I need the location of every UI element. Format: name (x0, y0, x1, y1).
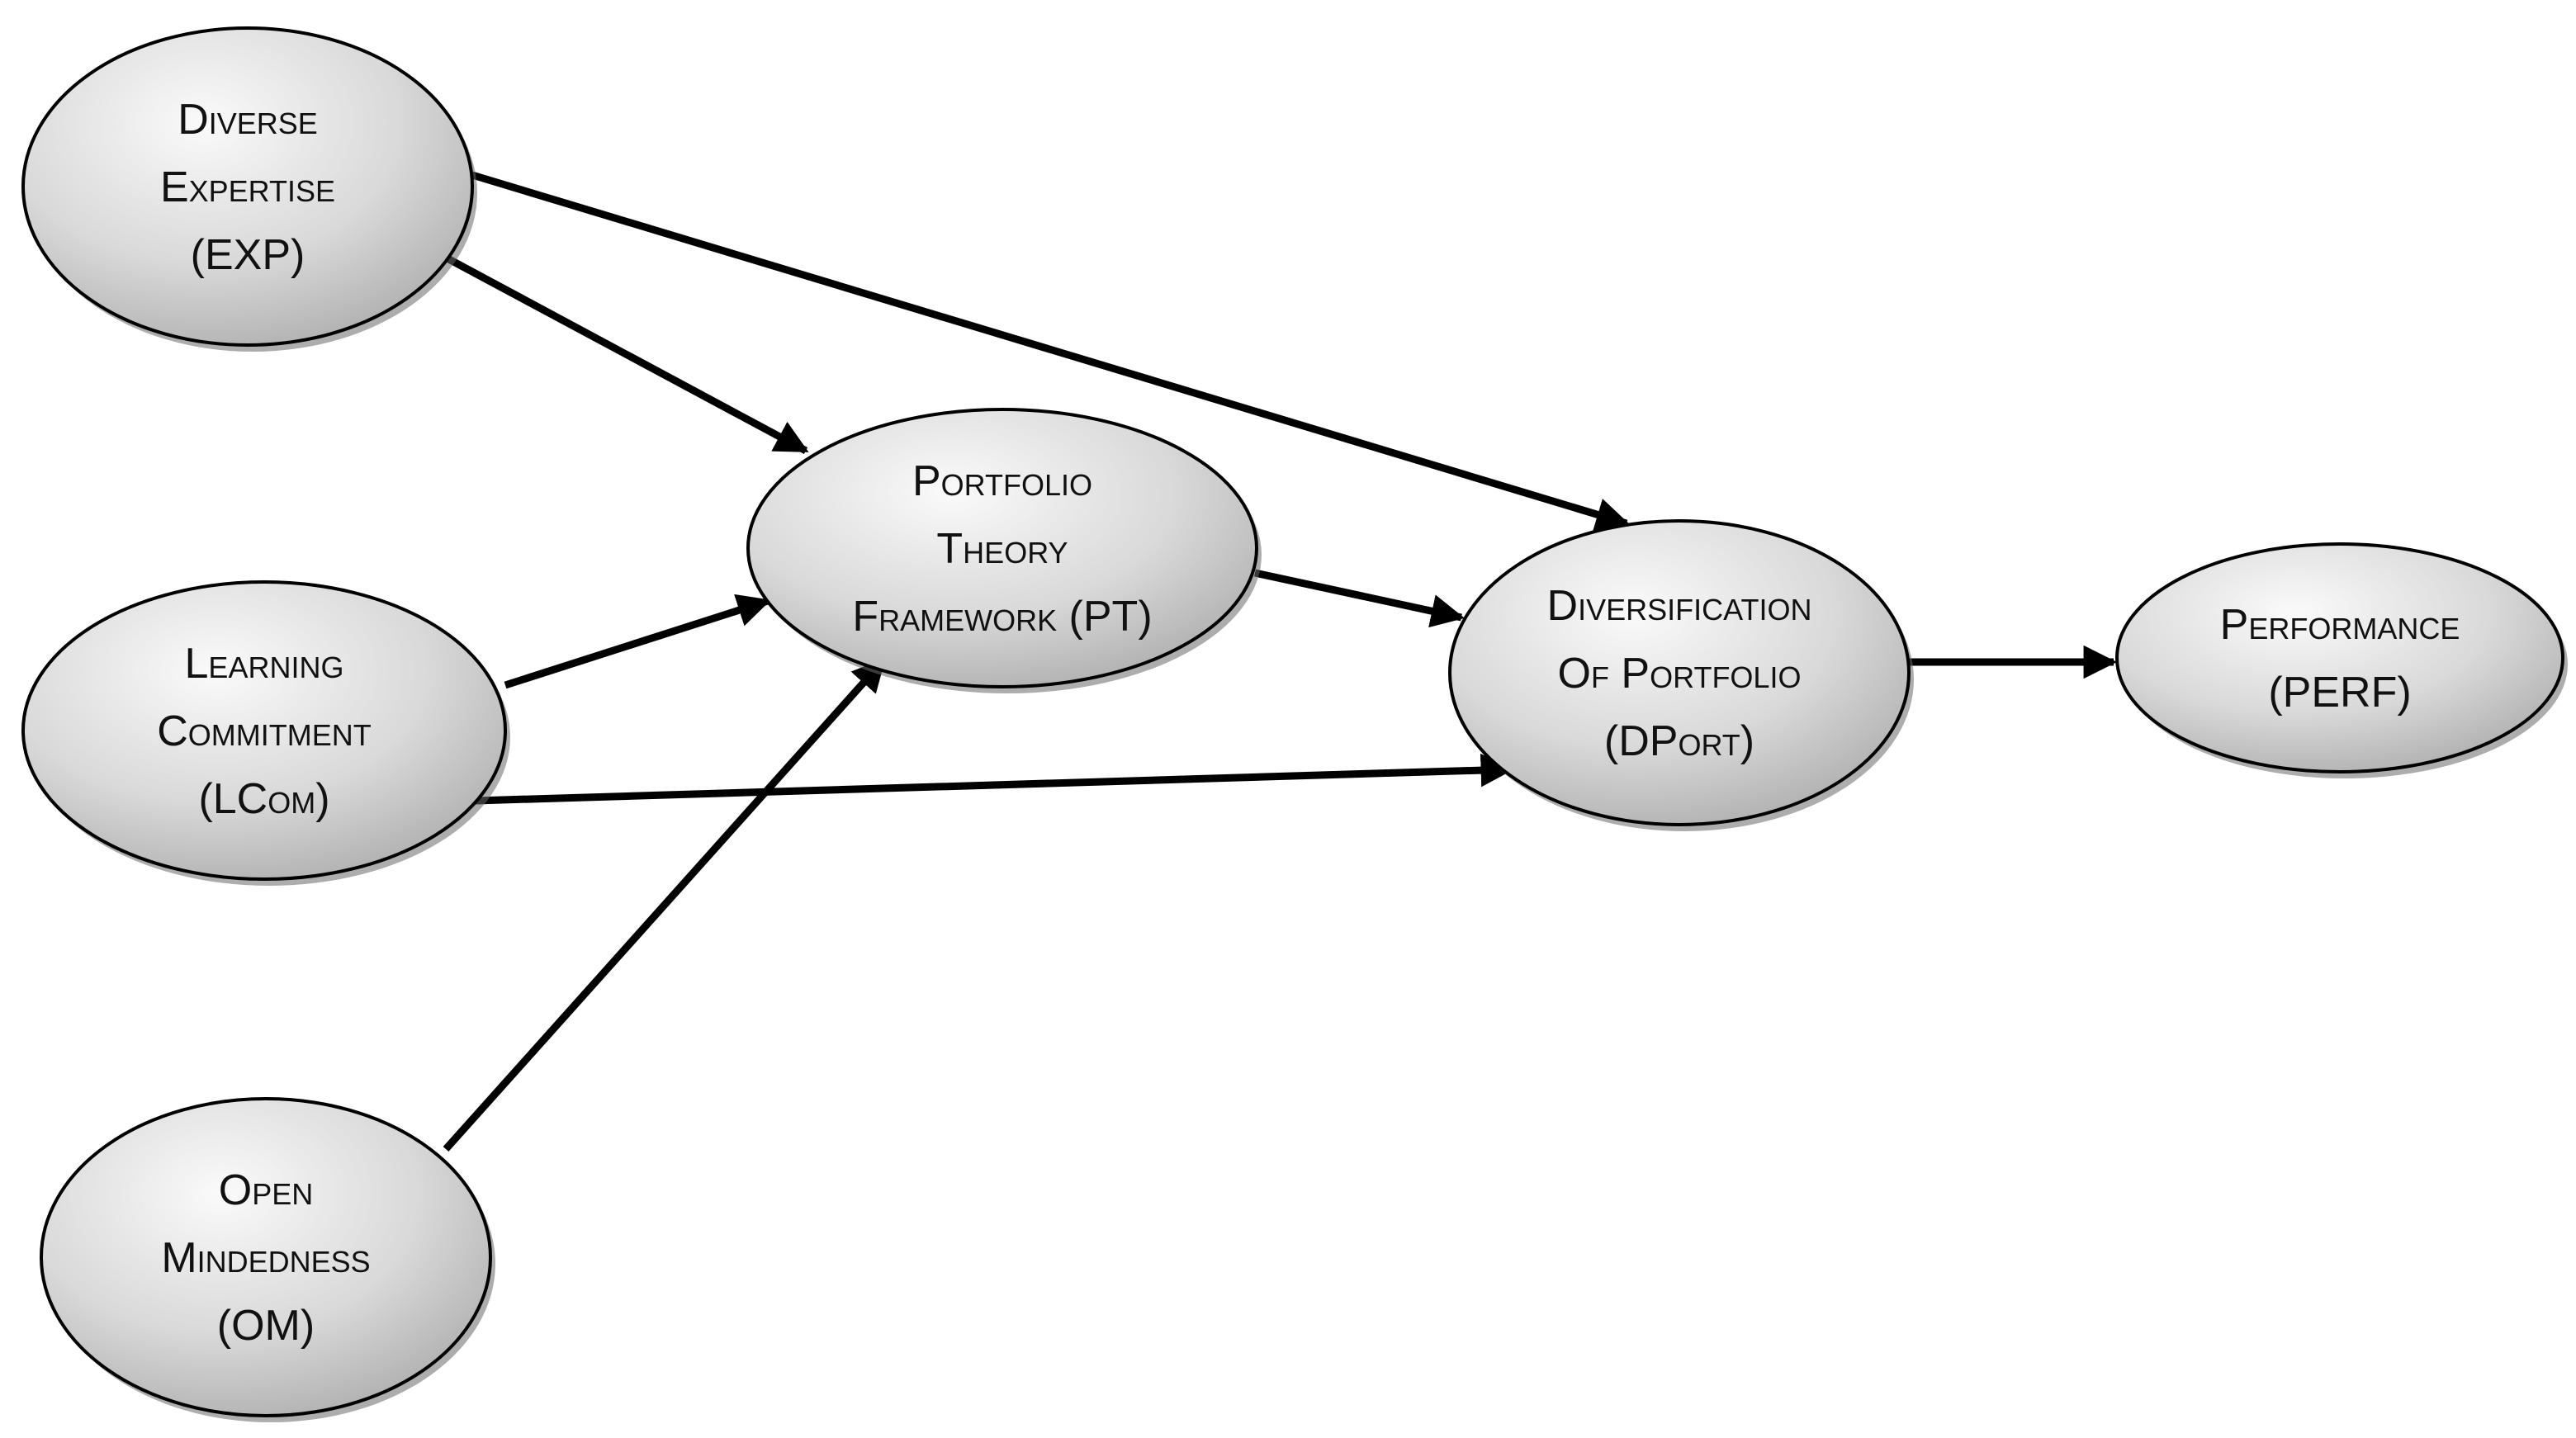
node-perf-ellipse (2115, 542, 2564, 773)
edge-om-to-pt (443, 657, 887, 1152)
node-exp-label-line-3: (EXP) (191, 231, 305, 279)
node-lcom-ellipse (21, 580, 507, 881)
node-pt-label-line-3: Framework (PT) (852, 593, 1152, 641)
node-lcom-label-line-2: Commitment (157, 707, 372, 755)
node-pt-ellipse (746, 408, 1258, 688)
node-perf: Performance (PERF) (2115, 542, 2568, 778)
edge-pt-to-dport (1254, 569, 1465, 628)
edge-exp-to-dport (471, 171, 1630, 531)
edges-layer (443, 171, 2118, 1152)
node-perf-label-line-2: (PERF) (2268, 669, 2411, 717)
node-dport-label-line-3: (DPort) (1604, 717, 1754, 765)
node-dport: Diversification Of Portfolio (DPort) (1448, 519, 1914, 831)
node-lcom-label-line-3: (LCom) (198, 775, 329, 823)
node-om-label-line-2: Mindedness (161, 1234, 370, 1282)
node-perf-label-line-1: Performance (2220, 601, 2460, 649)
node-pt-label-line-2: Theory (936, 525, 1068, 573)
node-om-ellipse (40, 1097, 492, 1417)
node-exp-label-line-2: Expertise (160, 163, 335, 211)
edge-lcom-to-pt (504, 594, 771, 689)
edge-lcom-to-dport (475, 753, 1515, 805)
node-dport-label-line-1: Diversification (1547, 582, 1812, 630)
edge-exp-to-pt (443, 254, 809, 454)
node-om-label-line-1: Open (219, 1166, 313, 1214)
node-dport-ellipse (1448, 519, 1911, 826)
node-exp-label-line-1: Diverse (178, 96, 318, 144)
node-pt-label-line-1: Portfolio (912, 457, 1092, 505)
node-om-label-line-3: (OM) (217, 1302, 315, 1350)
node-exp-ellipse (21, 26, 474, 347)
node-dport-label-line-2: Of Portfolio (1558, 650, 1802, 698)
node-lcom-label-line-1: Learning (185, 640, 344, 688)
